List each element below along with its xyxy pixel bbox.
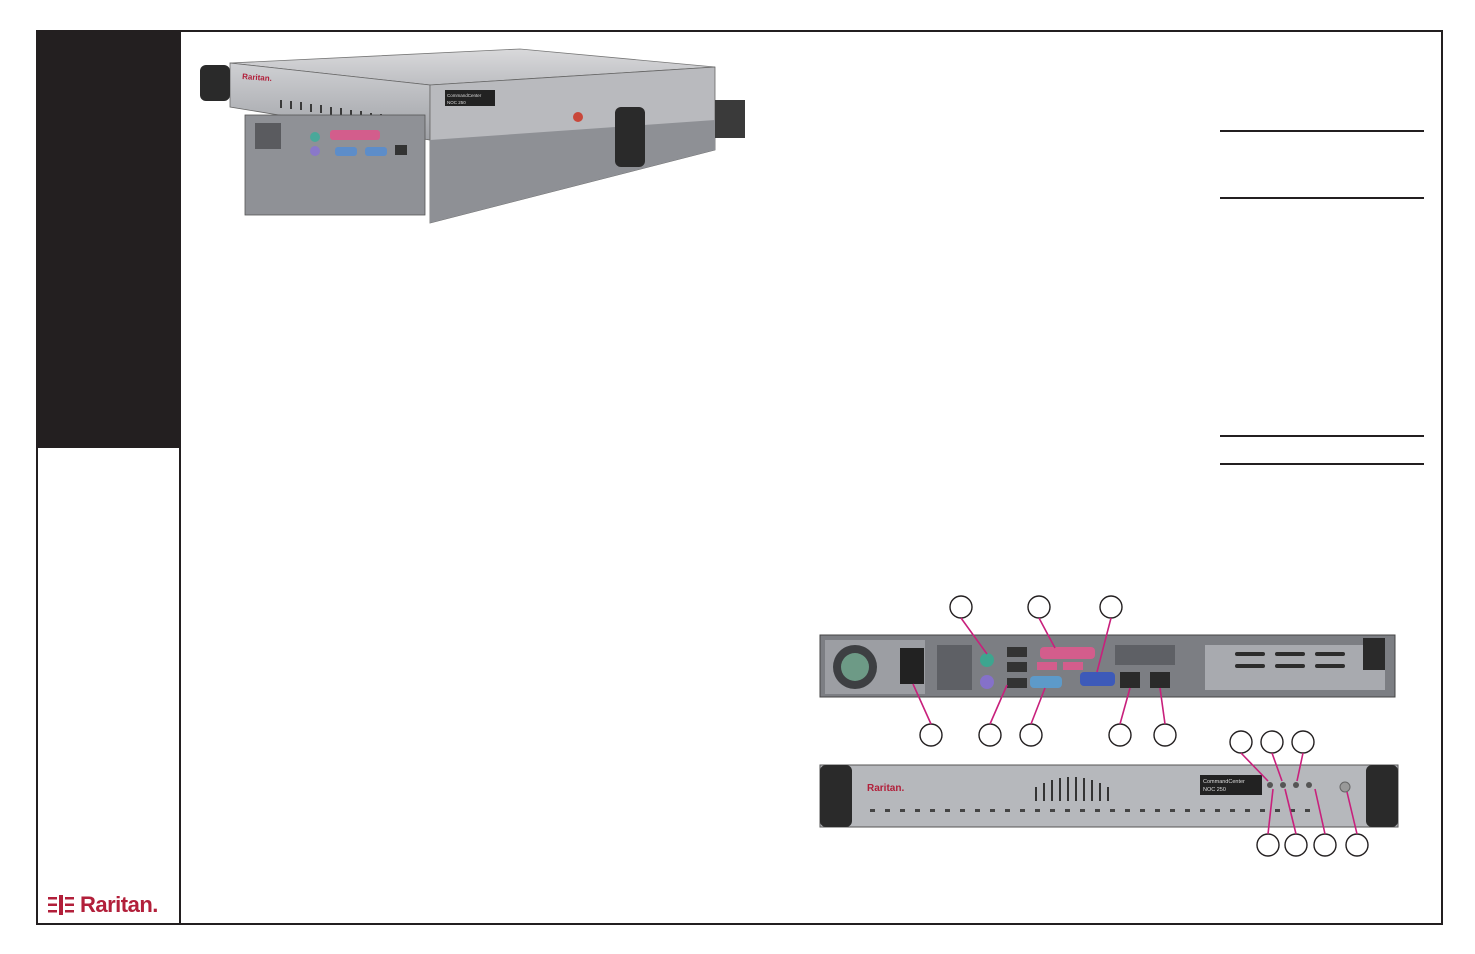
rule-3: [1220, 435, 1424, 437]
device-photo: Raritan. CommandCenter NOC 250: [200, 48, 745, 224]
callout-front-bottom-3: [1313, 833, 1337, 857]
front-panel-diagram: Raritan. CommandCenter NOC 250: [819, 730, 1399, 857]
rear-panel-diagram: [819, 595, 1396, 747]
photo-label-line1: CommandCenter: [447, 93, 482, 98]
callout-top-2: [1027, 595, 1051, 619]
front-label-line2: NOC 250: [1203, 787, 1226, 793]
rule-2: [1220, 197, 1424, 199]
sidebar-dark-band: [36, 30, 180, 448]
callout-front-bottom-4: [1345, 833, 1369, 857]
raritan-logo-mark-icon: [48, 895, 74, 915]
front-handle-right: [615, 107, 645, 167]
raritan-logo: Raritan.: [48, 892, 158, 918]
callout-top-1: [949, 595, 973, 619]
callout-front-top-2: [1260, 730, 1284, 754]
callout-front-top-1: [1229, 730, 1253, 754]
rule-4: [1220, 463, 1424, 465]
rule-1: [1220, 130, 1424, 132]
front-brand-text: Raritan.: [867, 783, 904, 794]
logo-text: Raritan.: [80, 892, 158, 917]
front-label-line1: CommandCenter: [1203, 779, 1245, 785]
callout-front-bottom-1: [1256, 833, 1280, 857]
svg-text:Raritan.: Raritan.: [242, 72, 272, 83]
photo-label-line2: NOC 250: [447, 100, 466, 105]
sidebar-divider: [179, 30, 181, 925]
callout-front-top-3: [1291, 730, 1315, 754]
sidebar-lower: [36, 448, 180, 925]
callout-front-bottom-2: [1284, 833, 1308, 857]
front-handle-left: [200, 65, 230, 101]
callout-top-3: [1099, 595, 1123, 619]
page-frame: [36, 30, 1443, 925]
